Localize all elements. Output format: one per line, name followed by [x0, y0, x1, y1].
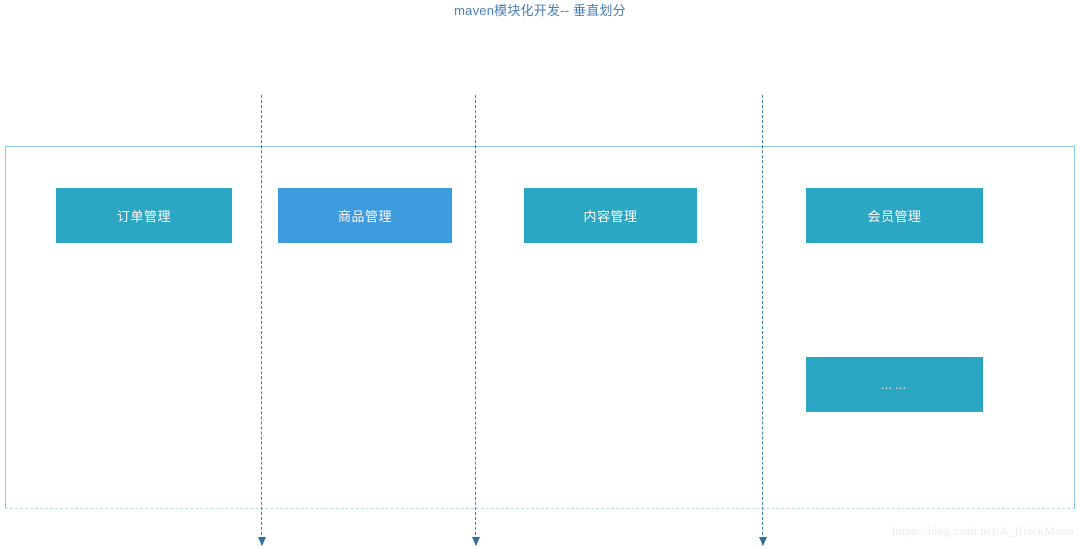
system-boundary-rectangle	[5, 146, 1075, 509]
arrow-down-icon	[759, 537, 767, 546]
module-label-more: ……	[880, 377, 909, 392]
module-box-product[interactable]: 商品管理	[278, 188, 452, 243]
module-label-content: 内容管理	[583, 209, 638, 224]
module-box-more[interactable]: ……	[806, 357, 983, 412]
page-title: maven模块化开发-- 垂直划分	[454, 3, 626, 18]
module-label-order: 订单管理	[116, 209, 171, 224]
arrow-down-icon	[472, 537, 480, 546]
module-box-order[interactable]: 订单管理	[56, 188, 232, 243]
vertical-divider-line-3	[759, 95, 767, 546]
module-label-product: 商品管理	[337, 209, 392, 224]
vertical-divider-line-1	[258, 95, 266, 546]
arrow-down-icon	[258, 537, 266, 546]
watermark-text: https://blog.csdn.net/A_BlackMoon	[892, 524, 1074, 538]
module-label-member: 会员管理	[867, 209, 922, 224]
module-box-content[interactable]: 内容管理	[524, 188, 697, 243]
module-box-member[interactable]: 会员管理	[806, 188, 983, 243]
vertical-divider-line-2	[472, 95, 480, 546]
